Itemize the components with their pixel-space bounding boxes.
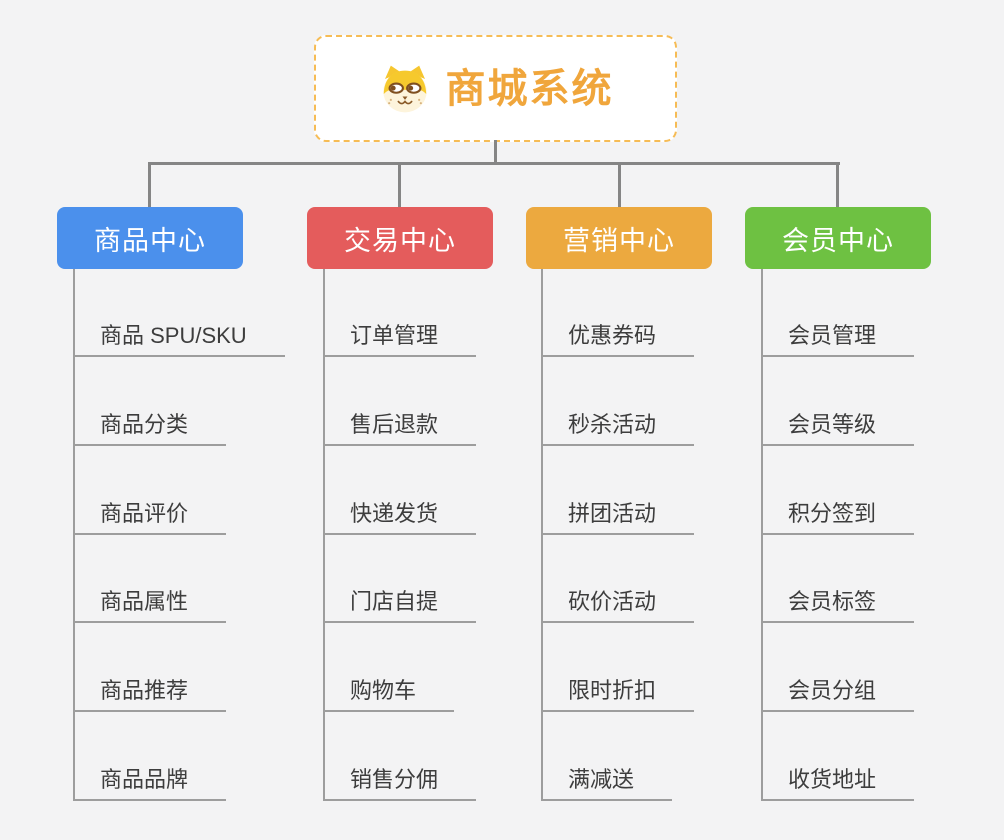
leaf-item[interactable]: 商品品牌 xyxy=(73,755,227,801)
leaf-item[interactable]: 商品分类 xyxy=(73,400,227,446)
leaf-label: 商品分类 xyxy=(100,412,189,437)
dog-icon xyxy=(378,64,432,114)
leaf-item[interactable]: 售后退款 xyxy=(323,400,477,446)
leaf-label: 砍价活动 xyxy=(568,589,657,614)
leaf-item[interactable]: 快递发货 xyxy=(323,489,477,535)
leaf-label: 优惠券码 xyxy=(568,323,657,348)
leaf-item[interactable]: 购物车 xyxy=(323,666,455,712)
branch-children-trade: 订单管理 售后退款 快递发货 门店自提 购物车 销售分佣 xyxy=(323,269,563,803)
leaf-label: 积分签到 xyxy=(788,501,877,526)
leaf-label: 秒杀活动 xyxy=(568,412,657,437)
branch-label: 交易中心 xyxy=(344,225,456,256)
leaf-item[interactable]: 商品 SPU/SKU xyxy=(73,311,285,357)
leaf-item[interactable]: 商品属性 xyxy=(73,577,227,623)
leaf-item[interactable]: 会员管理 xyxy=(761,311,915,357)
leaf-label: 会员管理 xyxy=(788,323,877,348)
leaf-label: 限时折扣 xyxy=(568,678,657,703)
leaf-item[interactable]: 收货地址 xyxy=(761,755,915,801)
leaf-label: 商品属性 xyxy=(100,589,189,614)
leaf-label: 商品品牌 xyxy=(100,767,189,792)
root-title: 商城系统 xyxy=(445,66,614,111)
branch-children-product: 商品 SPU/SKU 商品分类 商品评价 商品属性 商品推荐 商品品牌 xyxy=(73,269,313,803)
branch-label: 营销中心 xyxy=(563,225,675,256)
connector-drop-member xyxy=(836,164,839,208)
connector-drop-product xyxy=(148,164,151,208)
leaf-item[interactable]: 会员等级 xyxy=(761,400,915,446)
leaf-item[interactable]: 会员分组 xyxy=(761,666,915,712)
leaf-item[interactable]: 秒杀活动 xyxy=(541,400,695,446)
leaf-label: 购物车 xyxy=(350,678,417,703)
leaf-item[interactable]: 销售分佣 xyxy=(323,755,477,801)
branch-member-center[interactable]: 会员中心 xyxy=(745,207,931,269)
connector-root-vertical xyxy=(494,140,497,164)
leaf-label: 快递发货 xyxy=(350,501,439,526)
leaf-label: 商品 SPU/SKU xyxy=(100,323,247,348)
leaf-label: 商品推荐 xyxy=(100,678,189,703)
leaf-label: 售后退款 xyxy=(350,412,439,437)
root-node[interactable]: 商城系统 xyxy=(314,35,677,142)
leaf-item[interactable]: 订单管理 xyxy=(323,311,477,357)
leaf-item[interactable]: 商品推荐 xyxy=(73,666,227,712)
branch-label: 商品中心 xyxy=(94,225,206,256)
leaf-label: 门店自提 xyxy=(350,589,439,614)
leaf-label: 销售分佣 xyxy=(350,767,439,792)
branch-product-center[interactable]: 商品中心 xyxy=(57,207,243,269)
branch-marketing-center[interactable]: 营销中心 xyxy=(526,207,712,269)
leaf-item[interactable]: 门店自提 xyxy=(323,577,477,623)
leaf-item[interactable]: 积分签到 xyxy=(761,489,915,535)
connector-branch-vertical xyxy=(73,269,75,801)
leaf-label: 订单管理 xyxy=(350,323,439,348)
branch-children-marketing: 优惠券码 秒杀活动 拼团活动 砍价活动 限时折扣 满减送 xyxy=(541,269,781,803)
leaf-label: 会员等级 xyxy=(788,412,877,437)
leaf-label: 会员分组 xyxy=(788,678,877,703)
leaf-label: 满减送 xyxy=(568,767,635,792)
leaf-item[interactable]: 优惠券码 xyxy=(541,311,695,357)
leaf-item[interactable]: 砍价活动 xyxy=(541,577,695,623)
branch-children-member: 会员管理 会员等级 积分签到 会员标签 会员分组 收货地址 xyxy=(761,269,1001,803)
branch-trade-center[interactable]: 交易中心 xyxy=(307,207,493,269)
connector-horizontal-bus xyxy=(148,162,840,165)
leaf-item[interactable]: 限时折扣 xyxy=(541,666,695,712)
connector-drop-marketing xyxy=(618,164,621,208)
connector-drop-trade xyxy=(398,164,401,208)
leaf-item[interactable]: 拼团活动 xyxy=(541,489,695,535)
leaf-item[interactable]: 会员标签 xyxy=(761,577,915,623)
branch-label: 会员中心 xyxy=(782,225,894,256)
connector-branch-vertical xyxy=(323,269,325,801)
connector-branch-vertical xyxy=(761,269,763,801)
leaf-item[interactable]: 满减送 xyxy=(541,755,673,801)
leaf-label: 会员标签 xyxy=(788,589,877,614)
leaf-item[interactable]: 商品评价 xyxy=(73,489,227,535)
leaf-label: 商品评价 xyxy=(100,501,189,526)
leaf-label: 拼团活动 xyxy=(568,501,657,526)
connector-branch-vertical xyxy=(541,269,543,801)
leaf-label: 收货地址 xyxy=(788,767,877,792)
